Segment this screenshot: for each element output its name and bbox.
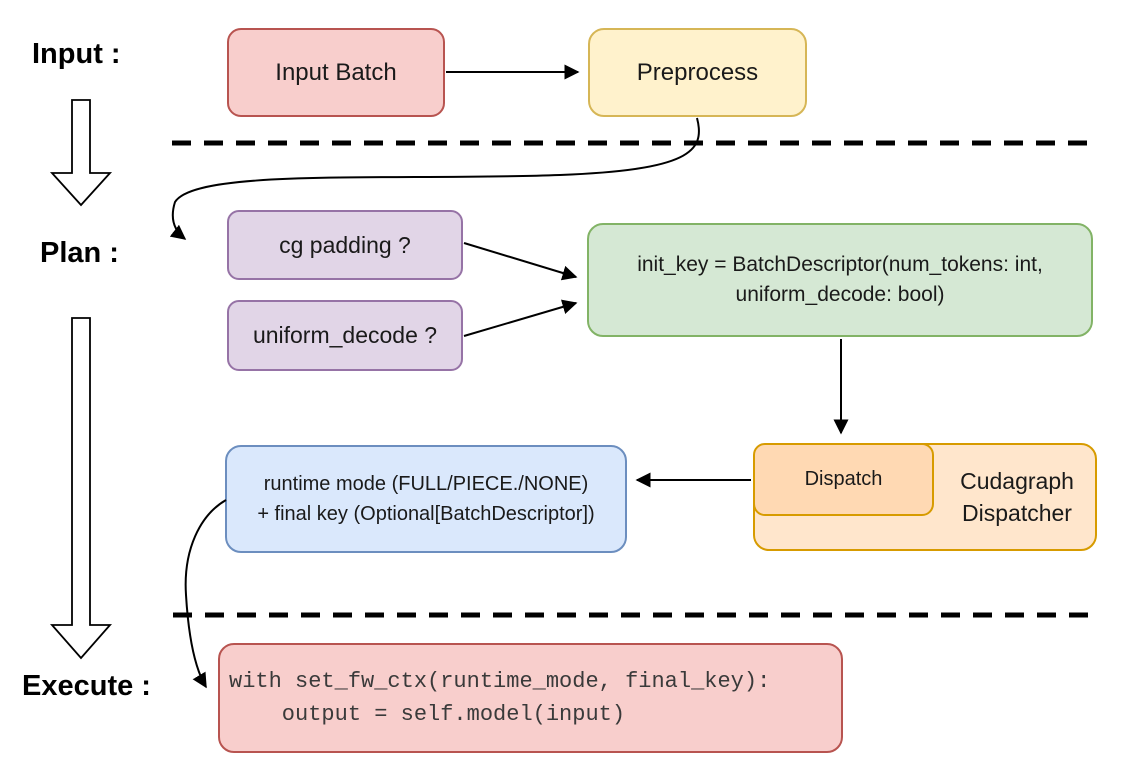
node-execute-code-line2: output = self.model(input) xyxy=(229,702,626,727)
section-label-input: Input : xyxy=(32,38,121,70)
node-cg-padding-label: cg padding ? xyxy=(279,231,411,258)
node-preprocess: Preprocess xyxy=(588,28,807,117)
node-uniform-decode-label: uniform_decode ? xyxy=(252,322,438,348)
node-cudagraph-dispatcher: Dispatch Cudagraph Dispatcher xyxy=(753,443,1097,551)
node-runtime-mode: runtime mode (FULL/PIECE./NONE) + final … xyxy=(225,445,627,553)
node-input-batch: Input Batch xyxy=(227,28,445,117)
arrow-cg-padding-to-init-key xyxy=(463,242,578,281)
node-init-key: init_key = BatchDescriptor(num_tokens: i… xyxy=(587,223,1093,337)
hollow-down-arrow-plan-to-execute-icon xyxy=(50,317,112,660)
node-execute-code-line1: with set_fw_ctx(runtime_mode, final_key)… xyxy=(229,669,771,694)
node-execute-code: with set_fw_ctx(runtime_mode, final_key)… xyxy=(218,643,843,753)
node-preprocess-label: Preprocess xyxy=(636,58,759,86)
section-label-execute: Execute : xyxy=(22,670,151,702)
node-cg-padding: cg padding ? xyxy=(227,210,463,280)
node-cudagraph-dispatcher-label: Cudagraph Dispatcher xyxy=(960,467,1074,526)
node-dispatch: Dispatch xyxy=(753,443,934,516)
node-init-key-line1: init_key = BatchDescriptor(num_tokens: i… xyxy=(637,252,1043,276)
node-runtime-mode-line1: runtime mode (FULL/PIECE./NONE) xyxy=(263,473,589,495)
node-input-batch-label: Input Batch xyxy=(275,58,397,86)
node-runtime-mode-line2: + final key (Optional[BatchDescriptor]) xyxy=(257,503,595,525)
arrow-uniform-decode-to-init-key xyxy=(463,299,578,337)
node-uniform-decode: uniform_decode ? xyxy=(227,300,463,371)
node-init-key-line2: uniform_decode: bool) xyxy=(735,283,945,306)
node-dispatch-label: Dispatch xyxy=(804,468,883,490)
hollow-down-arrow-input-to-plan-icon xyxy=(49,99,113,207)
section-label-plan: Plan : xyxy=(40,237,119,269)
